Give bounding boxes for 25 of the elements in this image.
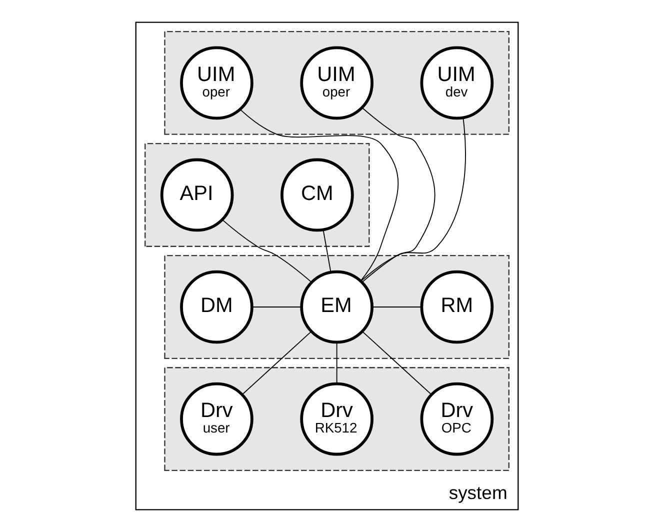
node-circle: API <box>160 158 234 232</box>
connector <box>372 306 422 308</box>
connector <box>251 306 302 308</box>
connector <box>322 229 331 272</box>
connector <box>361 330 432 396</box>
node-circle: Drv OPC <box>420 382 494 456</box>
cluster <box>164 367 509 471</box>
node-circle: UIM dev <box>420 46 494 120</box>
node-circle: EM <box>300 270 373 344</box>
connector <box>361 107 435 283</box>
node-circle: RM <box>420 270 494 344</box>
connector <box>336 342 337 384</box>
node-circle: CM <box>280 158 354 232</box>
node-circle: Drv user <box>180 382 253 456</box>
node-circle: UIM oper <box>180 46 253 120</box>
connector <box>241 330 312 396</box>
node-circle: DM <box>180 270 253 344</box>
cluster <box>144 143 370 247</box>
cluster <box>164 255 509 359</box>
connector <box>221 219 312 283</box>
node-circle: UIM oper <box>300 46 373 120</box>
node-circle: Drv RK512 <box>300 382 373 456</box>
connector <box>360 117 466 282</box>
cluster <box>164 30 509 135</box>
connector <box>239 108 398 282</box>
